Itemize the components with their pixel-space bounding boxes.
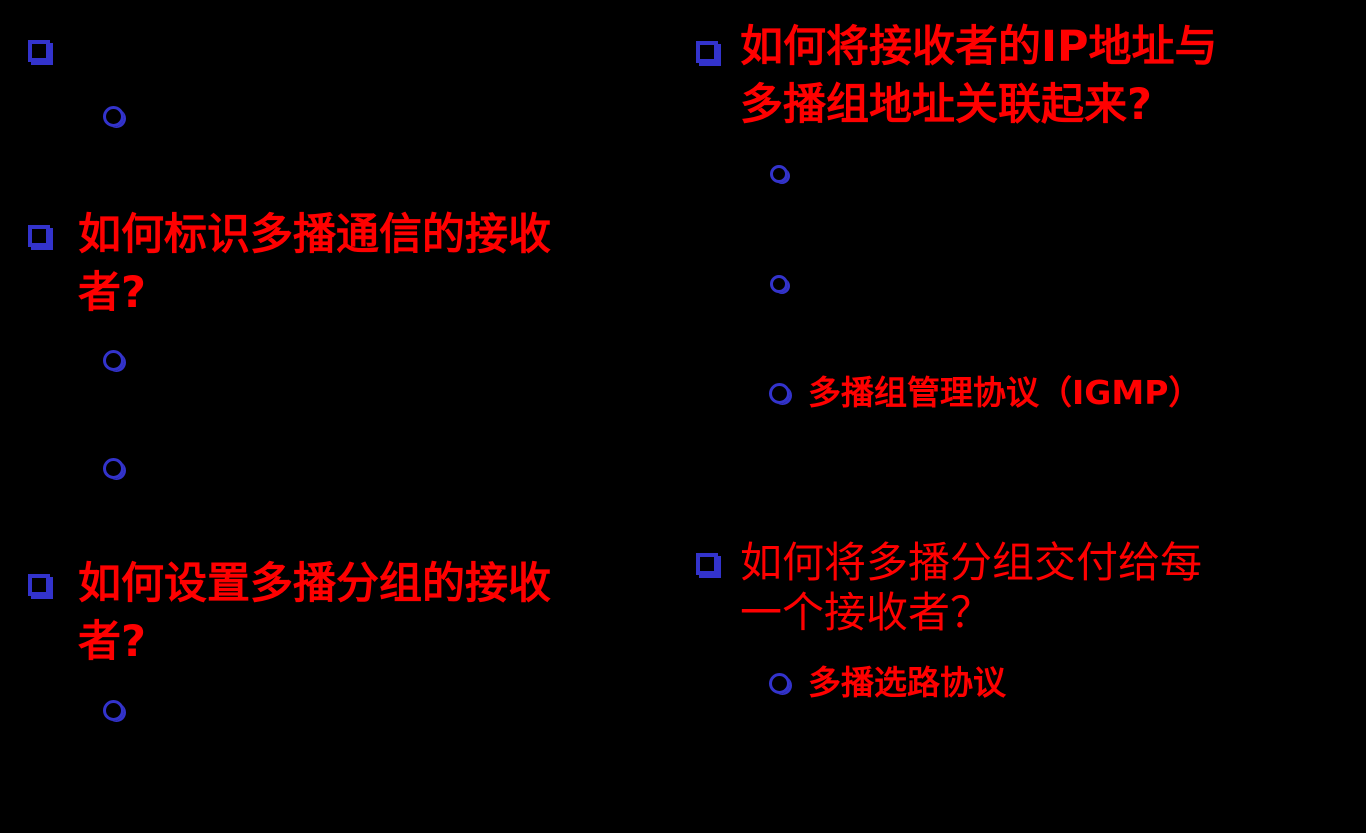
left-circle-bullet-2 bbox=[103, 350, 124, 371]
right-sub-3: 多播组管理协议（IGMP） bbox=[808, 373, 1202, 412]
right-circle-bullet-2 bbox=[770, 275, 788, 293]
left-square-bullet-3 bbox=[28, 574, 50, 596]
left-heading-2: 如何设置多播分组的接收者? bbox=[78, 555, 658, 671]
left-heading-1-line2: 者? bbox=[78, 268, 146, 318]
left-heading-2-line2: 者? bbox=[78, 617, 146, 667]
right-heading-1-line1: 如何将接收者的IP地址与 bbox=[740, 22, 1218, 72]
left-heading-1-line1: 如何标识多播通信的接收 bbox=[78, 210, 551, 260]
left-circle-bullet-3 bbox=[103, 458, 124, 479]
right-heading-2: 如何将多播分组交付给每一个接收者？ bbox=[740, 538, 1320, 638]
right-heading-1-line2: 多播组地址关联起来? bbox=[740, 80, 1152, 130]
left-circle-bullet-4 bbox=[103, 700, 124, 721]
right-circle-bullet-1 bbox=[770, 165, 788, 183]
right-square-bullet-2 bbox=[696, 553, 718, 575]
right-circle-bullet-4 bbox=[769, 673, 790, 694]
left-square-bullet-2 bbox=[28, 225, 50, 247]
left-heading-2-line1: 如何设置多播分组的接收 bbox=[78, 559, 551, 609]
right-heading-2-line2: 一个接收者？ bbox=[740, 588, 993, 637]
left-heading-1: 如何标识多播通信的接收者? bbox=[78, 206, 658, 322]
left-circle-bullet-1 bbox=[103, 106, 124, 127]
right-sub-4: 多播选路协议 bbox=[808, 663, 1006, 702]
right-square-bullet-1 bbox=[696, 41, 718, 63]
left-square-bullet-1 bbox=[28, 40, 50, 62]
right-heading-2-line1: 如何将多播分组交付给每 bbox=[740, 538, 1203, 587]
right-heading-1: 如何将接收者的IP地址与多播组地址关联起来? bbox=[740, 18, 1320, 134]
right-circle-bullet-3 bbox=[769, 383, 790, 404]
